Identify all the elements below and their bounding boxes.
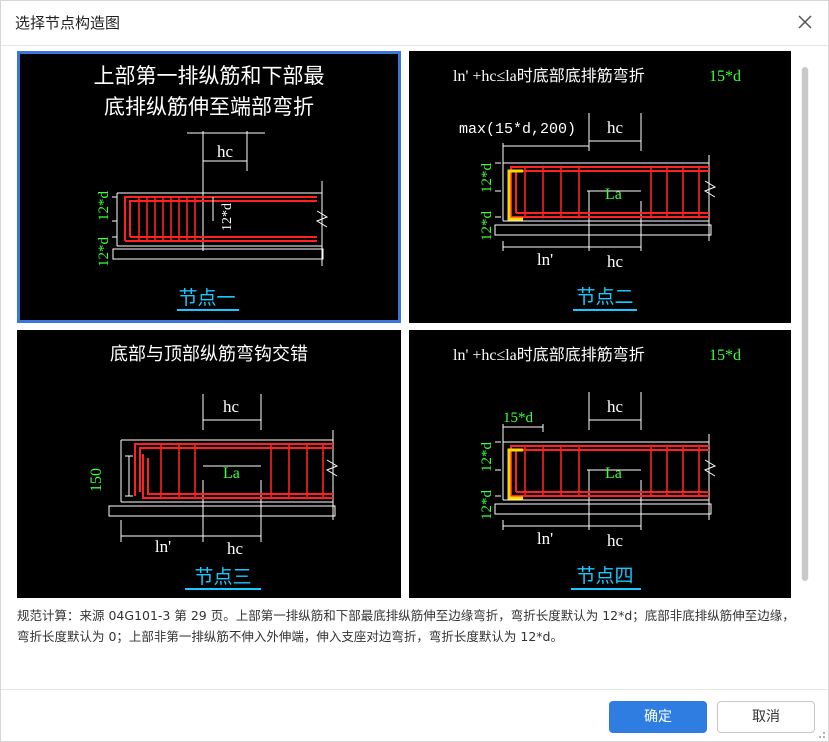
dim-hc-bottom: hc bbox=[607, 252, 624, 271]
resize-grip-icon[interactable] bbox=[816, 729, 826, 739]
cancel-button[interactable]: 取消 bbox=[717, 701, 815, 733]
footer-divider bbox=[1, 689, 829, 690]
dim-la: La bbox=[223, 465, 240, 482]
node-diagram-1: 上部第一排纵筋和下部最 底排纵筋伸至端部弯折 hc bbox=[94, 64, 329, 311]
diagram-title-green: 15*d bbox=[709, 68, 741, 85]
close-icon[interactable] bbox=[796, 13, 814, 31]
node-diagram-3: 底部与顶部纵筋弯钩交错 hc bbox=[88, 344, 339, 590]
diagram-title: 底部与顶部纵筋弯钩交错 bbox=[110, 344, 308, 364]
dim-12d-upper: 12*d bbox=[479, 442, 495, 473]
diagram-title: ln' +hc≤la时底部底排筋弯折 bbox=[453, 346, 645, 364]
dim-12d-lower: 12*d bbox=[96, 237, 112, 268]
dim-12d-upper: 12*d bbox=[479, 163, 495, 194]
dim-hc-bottom: hc bbox=[607, 531, 624, 550]
confirm-button[interactable]: 确定 bbox=[609, 701, 707, 733]
node-caption-3: 节点三 bbox=[194, 566, 251, 588]
dim-max: max(15*d,200) bbox=[459, 121, 576, 138]
diagram-title-line1: 上部第一排纵筋和下部最 bbox=[94, 64, 325, 88]
node-option-4[interactable]: ln' +hc≤la时底部底排筋弯折 15*d 15*d hc bbox=[409, 330, 791, 598]
node-caption-2: 节点二 bbox=[576, 286, 633, 308]
dim-hc-top: hc bbox=[223, 397, 240, 416]
dim-hc-bottom: hc bbox=[227, 539, 244, 558]
node-option-2[interactable]: ln' +hc≤la时底部底排筋弯折 15*d max(15*d,200) hc bbox=[409, 51, 791, 323]
dim-ln: ln' bbox=[537, 529, 553, 548]
dim-la: La bbox=[605, 465, 622, 482]
scrollbar-thumb[interactable] bbox=[802, 67, 808, 581]
node-caption-1: 节点一 bbox=[178, 287, 235, 309]
node-diagram-4: ln' +hc≤la时底部底排筋弯折 15*d 15*d hc bbox=[453, 346, 741, 590]
dim-ln: ln' bbox=[155, 537, 171, 556]
diagram-title-green: 15*d bbox=[709, 347, 741, 364]
dim-la: La bbox=[605, 186, 622, 203]
node-option-3[interactable]: 底部与顶部纵筋弯钩交错 hc bbox=[17, 330, 401, 598]
dim-12d-upper: 12*d bbox=[96, 191, 112, 222]
dim-12d-lower: 12*d bbox=[479, 490, 495, 521]
dim-12d-inner: 12*d bbox=[220, 203, 235, 231]
dim-150: 150 bbox=[88, 468, 105, 492]
node-option-1[interactable]: 上部第一排纵筋和下部最 底排纵筋伸至端部弯折 hc bbox=[17, 51, 401, 323]
dim-15d: 15*d bbox=[503, 410, 534, 426]
dim-hc: hc bbox=[217, 142, 234, 161]
dim-12d-lower: 12*d bbox=[479, 211, 495, 242]
dim-hc-top: hc bbox=[607, 118, 624, 137]
node-diagram-2: ln' +hc≤la时底部底排筋弯折 15*d max(15*d,200) hc bbox=[453, 67, 741, 311]
node-caption-4: 节点四 bbox=[576, 565, 633, 587]
title-divider bbox=[1, 45, 829, 46]
dim-hc-top: hc bbox=[607, 397, 624, 416]
diagram-title-line2: 底排纵筋伸至端部弯折 bbox=[104, 95, 314, 119]
dim-ln: ln' bbox=[537, 250, 553, 269]
rule-description: 规范计算：来源 04G101-3 第 29 页。上部第一排纵筋和下部最底排纵筋伸… bbox=[17, 608, 795, 644]
diagram-title: ln' +hc≤la时底部底排筋弯折 bbox=[453, 67, 645, 85]
dialog-title: 选择节点构造图 bbox=[15, 14, 121, 32]
